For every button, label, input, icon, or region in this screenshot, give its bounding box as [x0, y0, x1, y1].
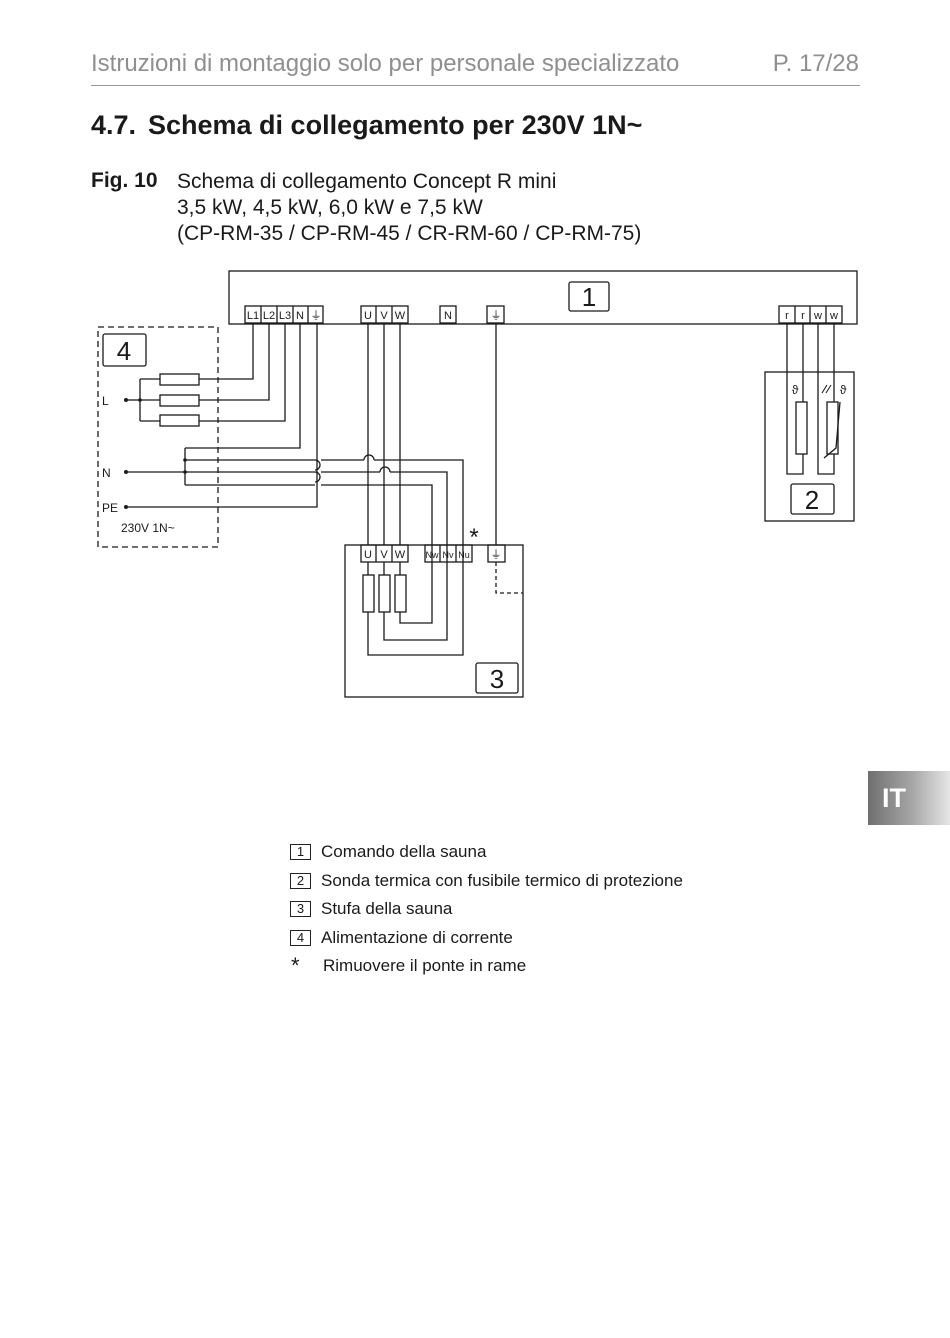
- legend-text: Rimuovere il ponte in rame: [323, 956, 527, 976]
- terminal-label: Nw: [426, 550, 439, 560]
- legend-item: 3 Stufa della sauna: [290, 895, 683, 924]
- terminal-label: ⏚: [311, 309, 322, 322]
- language-tab[interactable]: IT: [868, 771, 950, 825]
- header-divider: [91, 85, 860, 86]
- terminal-strip-supply: [244, 305, 324, 324]
- temperature-symbol: ϑ: [792, 383, 799, 397]
- heating-element-1: [362, 574, 375, 613]
- terminal-label: W: [395, 310, 406, 322]
- section-title: Schema di collegamento per 230V 1N~: [148, 110, 643, 140]
- terminal-label: ⏚: [491, 309, 502, 322]
- box2-number-frame: [790, 483, 835, 515]
- terminal-label: W: [395, 549, 406, 561]
- terminal-label: w: [813, 310, 822, 322]
- terminal-label: U: [364, 310, 372, 322]
- temperature-symbol: ϑ: [840, 383, 847, 397]
- box3-number-frame: [475, 662, 519, 694]
- box1-number: 1: [582, 282, 596, 312]
- terminal-label: w: [829, 310, 838, 322]
- caption-line: 3,5 kW, 4,5 kW, 6,0 kW e 7,5 kW: [177, 196, 483, 219]
- supply-label-n: N: [102, 466, 111, 480]
- legend-item: * Rimuovere il ponte in rame: [290, 952, 683, 981]
- box3-number: 3: [490, 664, 504, 694]
- caption-line: Schema di collegamento Concept R mini: [177, 170, 557, 193]
- figure-caption: Schema di collegamento Concept R mini 3,…: [177, 169, 641, 247]
- terminal-label: Nu: [458, 550, 470, 560]
- fuse-3: [159, 414, 200, 427]
- sensor-box: [764, 371, 855, 522]
- legend-text: Sonda termica con fusibile termico di pr…: [321, 870, 683, 890]
- supply-label-l: L: [102, 394, 109, 408]
- terminal-label: V: [380, 549, 388, 561]
- remove-bridge-mark: *: [469, 524, 478, 551]
- terminal-label: N: [296, 310, 304, 322]
- figure-label: Fig. 10: [91, 169, 158, 192]
- supply-voltage: 230V 1N~: [121, 521, 175, 535]
- terminal-label: L3: [279, 310, 291, 322]
- fuse-2: [159, 394, 200, 407]
- legend: 1 Comando della sauna 2 Sonda termica co…: [290, 838, 683, 981]
- control-unit-box: [228, 270, 858, 325]
- terminal-label: r: [801, 310, 805, 322]
- heating-element-3: [394, 574, 407, 613]
- terminal-label: V: [380, 310, 388, 322]
- legend-item: 2 Sonda termica con fusibile termico di …: [290, 867, 683, 896]
- supply-label-pe: PE: [102, 501, 118, 515]
- terminal-label: r: [785, 310, 789, 322]
- fuse-1: [159, 373, 200, 386]
- legend-asterisk: *: [291, 953, 300, 979]
- heating-element-2: [378, 574, 391, 613]
- terminal-label: L1: [247, 310, 259, 322]
- box2-number: 2: [805, 485, 819, 515]
- legend-text: Stufa della sauna: [321, 899, 453, 919]
- terminal-label: Nv: [443, 550, 454, 560]
- terminal-label: ⏚: [491, 548, 502, 561]
- terminal-label: L2: [263, 310, 275, 322]
- section-number: 4.7.: [91, 110, 137, 140]
- legend-number: 1: [290, 844, 311, 861]
- supply-box: [97, 326, 219, 548]
- legend-item: 4 Alimentazione di corrente: [290, 924, 683, 953]
- legend-number: 3: [290, 901, 311, 918]
- terminal-label: U: [364, 549, 372, 561]
- box4-number: 4: [117, 336, 131, 366]
- legend-number: 2: [290, 872, 311, 889]
- box1-number-frame: [568, 281, 610, 312]
- legend-text: Alimentazione di corrente: [321, 927, 513, 947]
- heater-neutral-strip: [424, 544, 473, 563]
- legend-text: Comando della sauna: [321, 842, 487, 862]
- terminal-label: N: [444, 310, 452, 322]
- header-title: Istruzioni di montaggio solo per persona…: [91, 50, 680, 77]
- page-number: P. 17/28: [772, 50, 859, 77]
- sensor-element: [795, 401, 808, 455]
- section-heading: 4.7. Schema di collegamento per 230V 1N~: [91, 110, 642, 141]
- legend-number: 4: [290, 929, 311, 946]
- caption-line: (CP-RM-35 / CP-RM-45 / CR-RM-60 / CP-RM-…: [177, 222, 642, 245]
- legend-item: 1 Comando della sauna: [290, 838, 683, 867]
- terminal-neutral: [439, 305, 457, 324]
- box4-number-frame: [102, 333, 147, 367]
